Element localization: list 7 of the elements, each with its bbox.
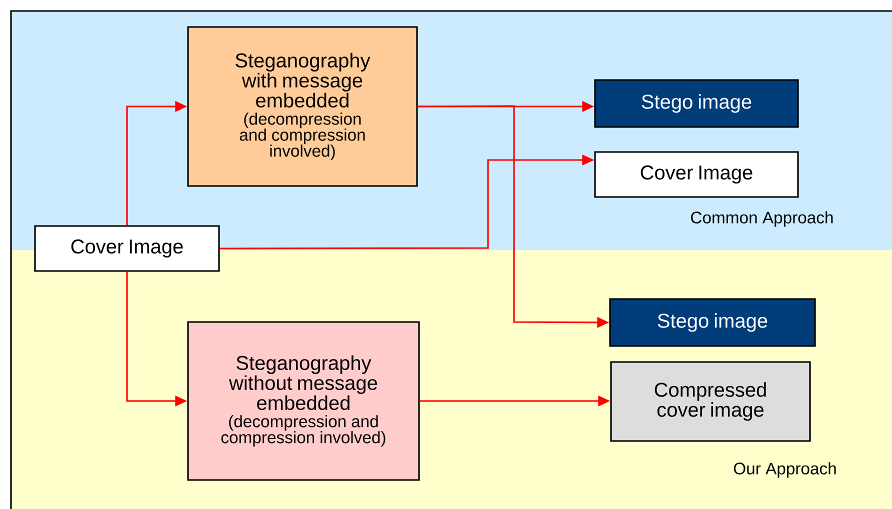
process-box: Steganography with message embedded (decompression and compression involved) <box>187 26 418 187</box>
output-box: Cover Image <box>594 151 799 198</box>
output-box: Compressed cover image <box>610 361 811 442</box>
input-box: Cover Image <box>34 225 220 272</box>
process-box: Steganography without message embedded (decompression and compression involved) <box>187 321 420 481</box>
output-box: Stego image <box>594 79 799 128</box>
output-box: Stego image <box>609 298 816 347</box>
